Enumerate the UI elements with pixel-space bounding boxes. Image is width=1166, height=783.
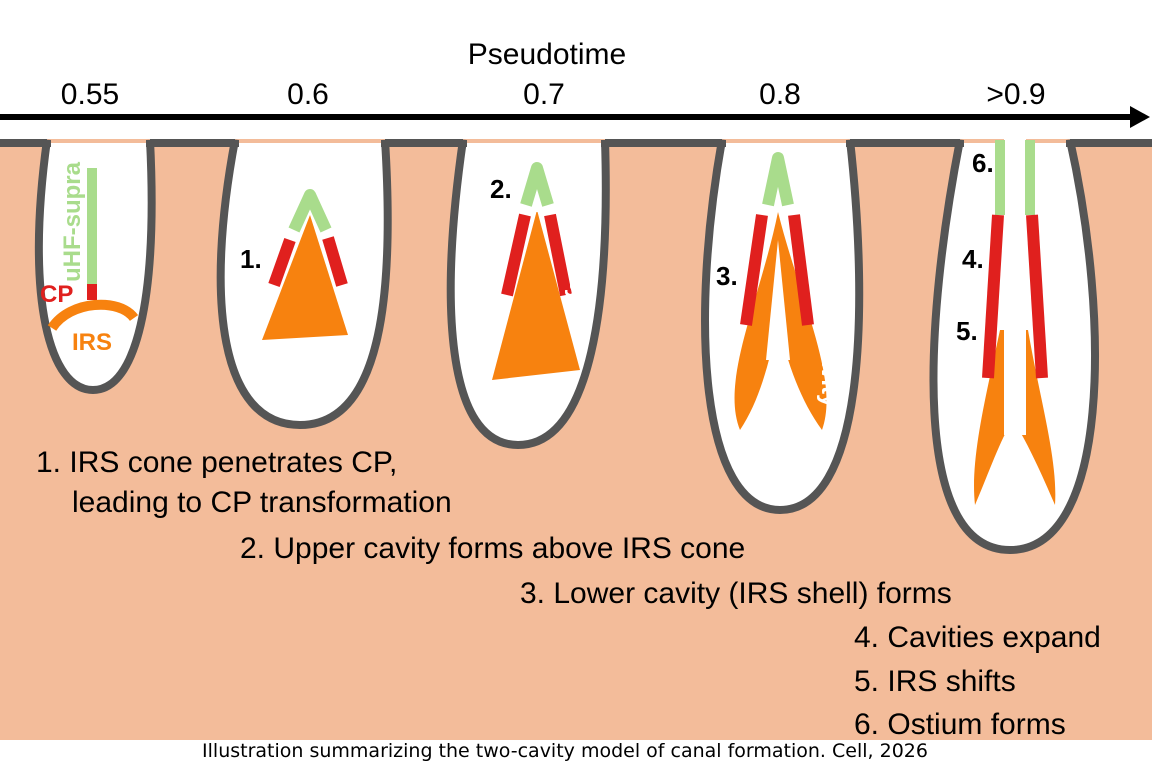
cp-left [982,214,1004,379]
cp-right [322,236,348,287]
cp-left [501,213,531,297]
tick-label: 0.55 [61,78,119,111]
step-marker: 1. [240,244,262,274]
step-text: 5. IRS shifts [854,665,1016,698]
irs-cone [262,215,348,340]
irs-cone [492,210,580,380]
step-text: 1. IRS cone penetrates CP, [36,446,397,479]
uhf-cap [762,152,794,207]
step-text: 3. Lower cavity (IRS shell) forms [520,577,952,610]
uhf-left [995,140,1005,215]
lower-cavity [766,240,790,360]
step-marker: 6. [972,148,994,178]
lower-cavity-label: Lower cavity [816,262,843,408]
cp-right [1026,214,1048,379]
figure-caption: Illustration summarizing the two-cavity … [202,740,928,762]
step-text: 4. Cavities expand [854,621,1101,654]
tick-label: 0.6 [287,78,329,111]
cp-right [788,214,814,326]
cp-label: CP [40,281,73,308]
step-marker: 4. [962,244,984,274]
cp-left [268,237,296,288]
uhf-cap [288,189,332,233]
tick-label: 0.8 [759,78,801,111]
tick-label: 0.7 [523,78,565,111]
upper-cavity-label: Upper cavity [564,158,591,303]
cp-left [740,214,768,326]
upper-cavity [529,180,545,212]
uhf-right [1025,140,1035,215]
uhf-supra-bar [87,168,97,284]
step-marker: 3. [716,261,738,291]
cp-block [87,284,97,300]
tick-label: >0.9 [986,78,1045,111]
step-text: 2. Upper cavity forms above IRS cone [240,532,745,565]
step-text: 6. Ostium forms [854,708,1066,741]
step-marker: 5. [956,316,978,346]
step-text: leading to CP transformation [72,486,452,519]
uhf-supra-label: uHF-supra [59,161,86,282]
uhf-cap [520,162,554,207]
axis-title: Pseudotime [468,38,626,71]
step-marker: 2. [490,174,512,204]
cp-right [544,213,572,297]
canal-cavity [1004,135,1026,435]
irs-label: IRS [72,329,112,356]
irs-arc [47,299,139,332]
axis-arrowhead [1130,106,1150,128]
